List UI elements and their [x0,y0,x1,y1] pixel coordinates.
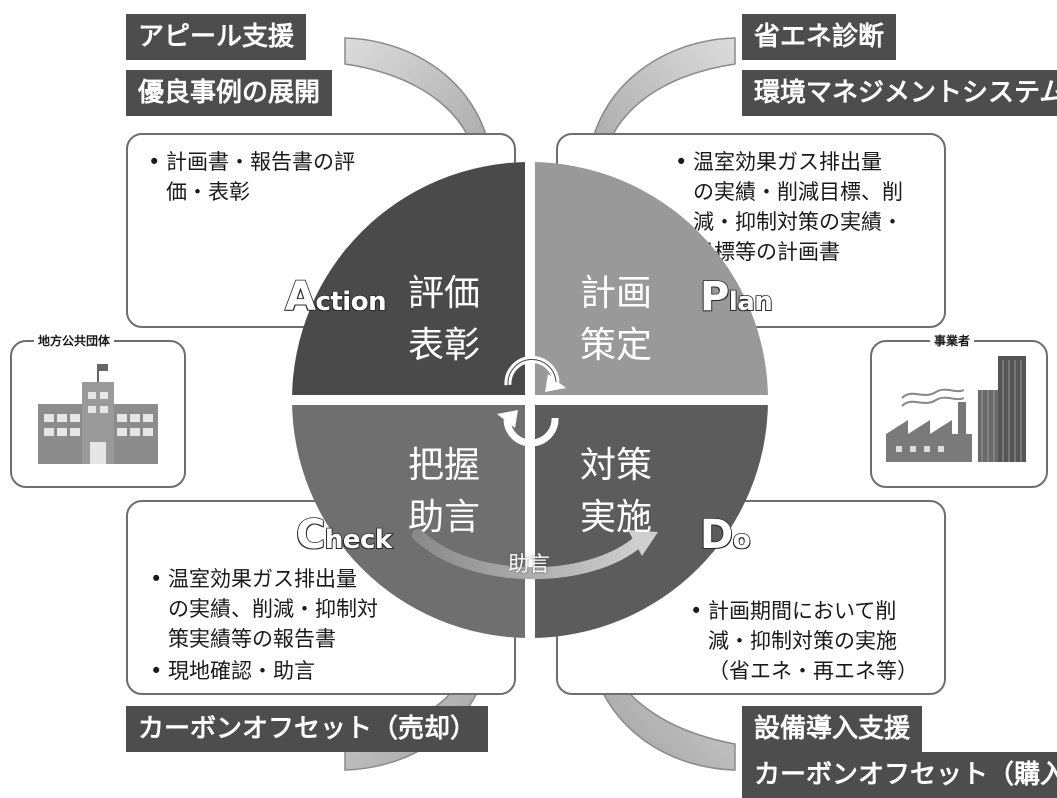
tag-energy-audit: 省エネ診断 [742,14,897,60]
check-pdca-label: Check [295,511,393,559]
local-government-box [10,340,186,488]
tag-appeal-support: アピール支援 [126,14,307,60]
action-bullet: 計画書・報告書の評 価・表彰 [148,147,355,207]
business-operator-box [870,340,1048,488]
plan-bullet: 温室効果ガス排出量 の実績・削減目標、削 減・抑制対策の実績・ 目標等の計画書 [675,147,903,267]
action-pdca-label: Action [284,273,387,321]
plan-phase-label: 計画 策定 [580,268,652,372]
check-phase-line2: 助言 [408,497,481,538]
business-operator-label: 事業者 [930,332,975,349]
tag-offset-sell: カーボンオフセット（売却） [126,706,489,752]
plan-pdca-label: Plan [699,273,773,321]
advice-arrow-label: 助言 [508,552,550,576]
do-phase-line2: 実施 [580,497,653,538]
check-phase-line1: 把握 [408,445,481,486]
local-government-label: 地方公共団体 [34,332,115,349]
check-bullet: 温室効果ガス排出量 の実績、削減・抑制対 策実績等の報告書 [150,564,378,654]
advice-arrow [412,529,646,580]
school-building-icon [38,364,158,464]
quadrant-plan [535,162,768,395]
tag-ems: 環境マネジメントシステム [742,70,1057,116]
action-phase-label: 評価 表彰 [408,268,480,372]
plan-phase-line1: 計画 [580,273,653,314]
cycle-arrow-bottom [503,417,559,447]
tag-best-practice: 優良事例の展開 [126,70,333,116]
do-phase-label: 対策 実施 [580,440,652,544]
action-phase-line1: 評価 [408,273,481,314]
quadrant-action [292,162,525,395]
tag-offset-buy: カーボンオフセット（購入） [742,752,1057,798]
action-phase-line2: 表彰 [408,325,481,366]
tag-equipment-support: 設備導入支援 [742,706,923,752]
factory-icon [886,356,1026,462]
do-bullet: 計画期間において削 減・抑制対策の実施 （省エネ・再エネ等） [690,596,918,686]
plan-phase-line2: 策定 [580,325,653,366]
check-bullet: 現地確認・助言 [150,656,315,686]
check-phase-label: 把握 助言 [408,440,480,544]
do-pdca-label: Do [699,511,751,559]
do-phase-line1: 対策 [580,445,653,486]
